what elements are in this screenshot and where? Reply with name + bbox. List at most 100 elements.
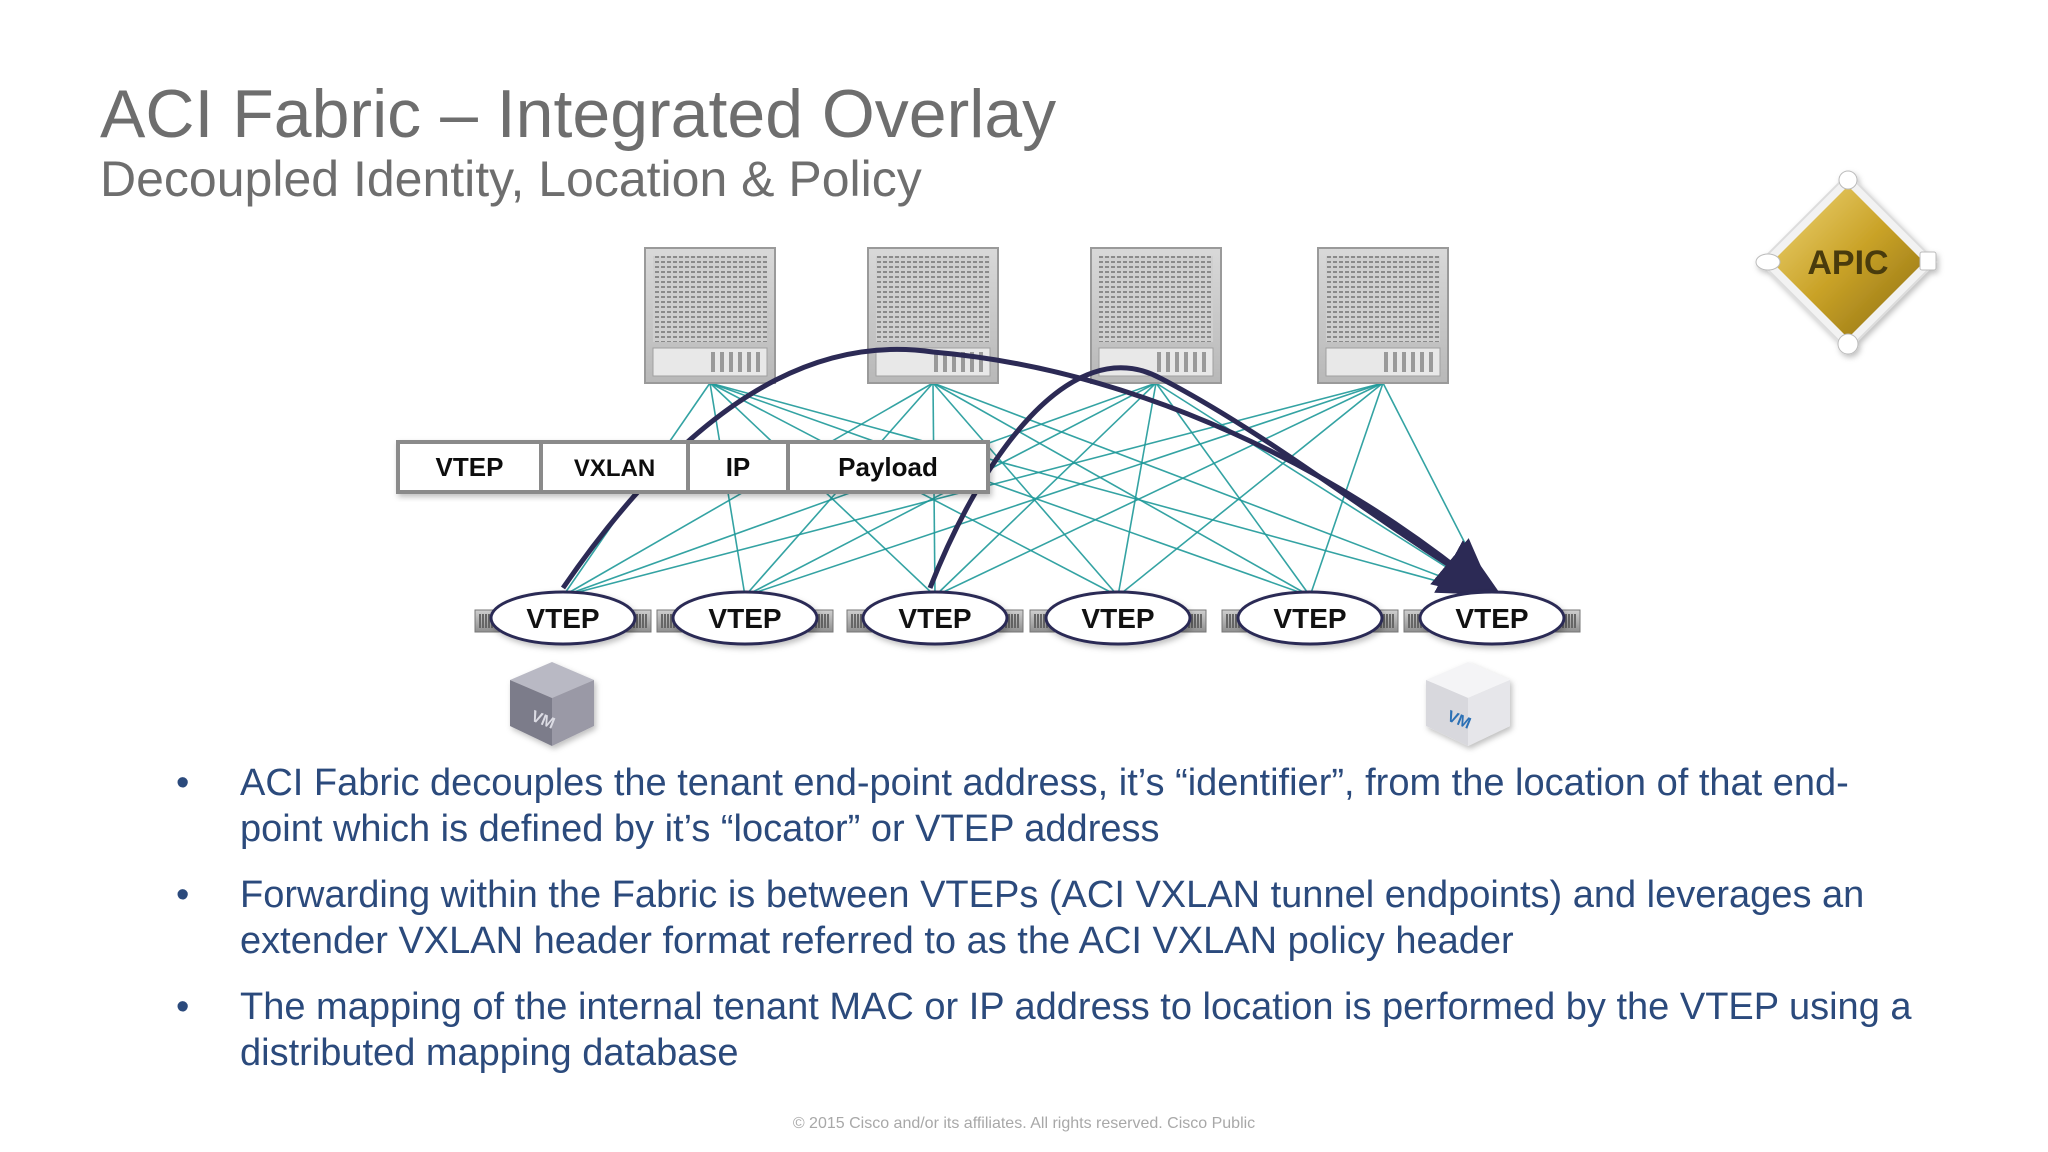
- fabric-link: [934, 382, 1157, 597]
- leaf-port: [670, 614, 672, 628]
- apic-label: APIC: [1807, 244, 1888, 282]
- leaf-port: [1386, 614, 1388, 628]
- spine-slot: [747, 352, 751, 372]
- fabric-link: [932, 382, 1119, 597]
- leaf-port: [857, 614, 859, 628]
- leaf-port: [1235, 614, 1237, 628]
- leaf-port: [1191, 614, 1193, 628]
- vtep-oval: [1418, 590, 1566, 646]
- spine-switch: [867, 247, 999, 384]
- spine-slot: [961, 352, 965, 372]
- fabric-link: [709, 382, 1311, 597]
- leaf-port: [1565, 614, 1567, 628]
- spine-slot: [1202, 352, 1206, 372]
- spine-slot: [1193, 352, 1197, 372]
- vm-cube-right: [1468, 680, 1510, 746]
- fabric-link: [744, 382, 1384, 597]
- spine-slot: [1420, 352, 1424, 372]
- leaf-port: [1392, 614, 1394, 628]
- vtep-label: VTEP: [898, 603, 971, 634]
- spine-slot: [1402, 352, 1406, 372]
- fabric-link: [1155, 382, 1311, 597]
- apic-clock-icon: [1837, 333, 1859, 355]
- vm-cube-left: [1426, 680, 1468, 746]
- leaf-port: [642, 614, 644, 628]
- spine-slot: [720, 352, 724, 372]
- leaf-port: [485, 614, 487, 628]
- leaf-port: [851, 614, 853, 628]
- fabric-link: [709, 382, 1493, 597]
- header-field-label: Payload: [838, 452, 938, 482]
- leaf-port: [1017, 614, 1019, 628]
- vm-cube-left: [510, 680, 552, 746]
- leaf-port: [1568, 614, 1570, 628]
- bullet-item: •Forwarding within the Fabric is between…: [170, 872, 1930, 964]
- leaf-port: [1574, 614, 1576, 628]
- vtep-label: VTEP: [1081, 603, 1154, 634]
- vtep-label: VTEP: [1455, 603, 1528, 634]
- vtep-oval: [671, 590, 819, 646]
- leaf-switch: VTEP: [656, 590, 834, 646]
- spine-slot: [1157, 352, 1161, 372]
- spine-slot: [1175, 352, 1179, 372]
- spine-switches: [644, 247, 1449, 384]
- vm-cube-right: [552, 680, 594, 746]
- header-field-box: [539, 440, 690, 494]
- leaf-switch: VTEP: [1029, 590, 1207, 646]
- spine-slot: [1384, 352, 1388, 372]
- spine-slot: [711, 352, 715, 372]
- leaf-port: [1040, 614, 1042, 628]
- leaf-port: [818, 614, 820, 628]
- leaf-port: [664, 614, 666, 628]
- virtual-machines: VM VM: [510, 662, 1510, 746]
- header-field-label: VXLAN: [574, 455, 655, 482]
- forwarding-arrow: [927, 365, 1502, 596]
- leaf-port: [1232, 614, 1234, 628]
- leaf-port: [1194, 614, 1196, 628]
- leaf-switch: VTEP: [474, 590, 652, 646]
- leaf-port: [645, 614, 647, 628]
- spine-slot: [1411, 352, 1415, 372]
- slide-title: ACI Fabric – Integrated Overlay: [100, 76, 1057, 152]
- leaf-port: [1411, 614, 1413, 628]
- spine-slot: [979, 352, 983, 372]
- spine-vent-grid: [1099, 256, 1213, 342]
- spine-slot: [1429, 352, 1433, 372]
- vm-cube: VM: [1426, 662, 1510, 746]
- header-field-box: [686, 440, 790, 494]
- apic-cloud-icon: [1755, 253, 1781, 271]
- apic-badge: APIC: [1755, 170, 1938, 355]
- leaf-port: [661, 614, 663, 628]
- spine-vent-grid: [653, 256, 767, 342]
- leaf-port: [667, 614, 669, 628]
- spine-slot: [738, 352, 742, 372]
- fabric-link: [1117, 382, 1384, 597]
- leaf-port: [854, 614, 856, 628]
- spine-slot: [1166, 352, 1170, 372]
- bullet-text: The mapping of the internal tenant MAC o…: [240, 986, 1912, 1074]
- spine-slot: [934, 352, 938, 372]
- header-field-label: VTEP: [436, 452, 504, 482]
- spine-vent-grid: [1326, 256, 1440, 342]
- bullet-marker: •: [176, 762, 190, 804]
- leaf-switch: VTEP: [1403, 590, 1581, 646]
- leaf-port: [488, 614, 490, 628]
- leaf-port: [860, 614, 862, 628]
- apic-diamond: APIC: [1755, 170, 1938, 355]
- vtep-label: VTEP: [708, 603, 781, 634]
- vtep-label: VTEP: [526, 603, 599, 634]
- spine-slot: [1184, 352, 1188, 372]
- leaf-port: [1571, 614, 1573, 628]
- leaf-port: [1408, 614, 1410, 628]
- leaf-port: [636, 614, 638, 628]
- spine-slot: [970, 352, 974, 372]
- leaf-port: [482, 614, 484, 628]
- header-field-box: [786, 440, 990, 494]
- spine-slot: [943, 352, 947, 372]
- vtep-oval: [1236, 590, 1384, 646]
- leaf-port: [1417, 614, 1419, 628]
- leaf-port: [1229, 614, 1231, 628]
- vm-cube: VM: [510, 662, 594, 746]
- apic-inner: [1772, 186, 1924, 338]
